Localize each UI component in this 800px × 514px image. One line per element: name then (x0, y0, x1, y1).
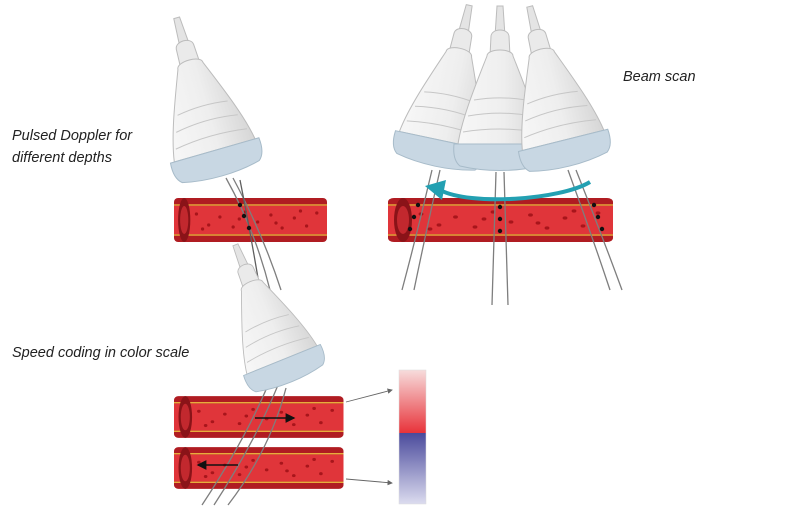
beam-lines (401, 169, 623, 306)
beam-scan-panel (387, 0, 623, 306)
ultrasound-probe-icon (131, 4, 267, 190)
sample-gates (407, 202, 605, 234)
beam-lines (201, 384, 287, 506)
sample-gates (237, 202, 252, 231)
speed-coding-panel (173, 228, 427, 506)
ultrasound-probe-icon (196, 228, 330, 399)
blood-vessel-icon (173, 446, 345, 490)
speed-coding-label: Speed coding in color scale (12, 345, 190, 361)
curved-arrow-left-icon (425, 180, 592, 202)
pulsed-doppler-label: Pulsed Doppler for different depths (12, 128, 133, 166)
pulsed-doppler-panel (131, 4, 328, 291)
beam-scan-label: Beam scan (623, 69, 696, 85)
blood-vessel-icon (173, 395, 345, 439)
pointer-lines (345, 388, 393, 486)
color-scale-bar-icon (398, 369, 427, 505)
